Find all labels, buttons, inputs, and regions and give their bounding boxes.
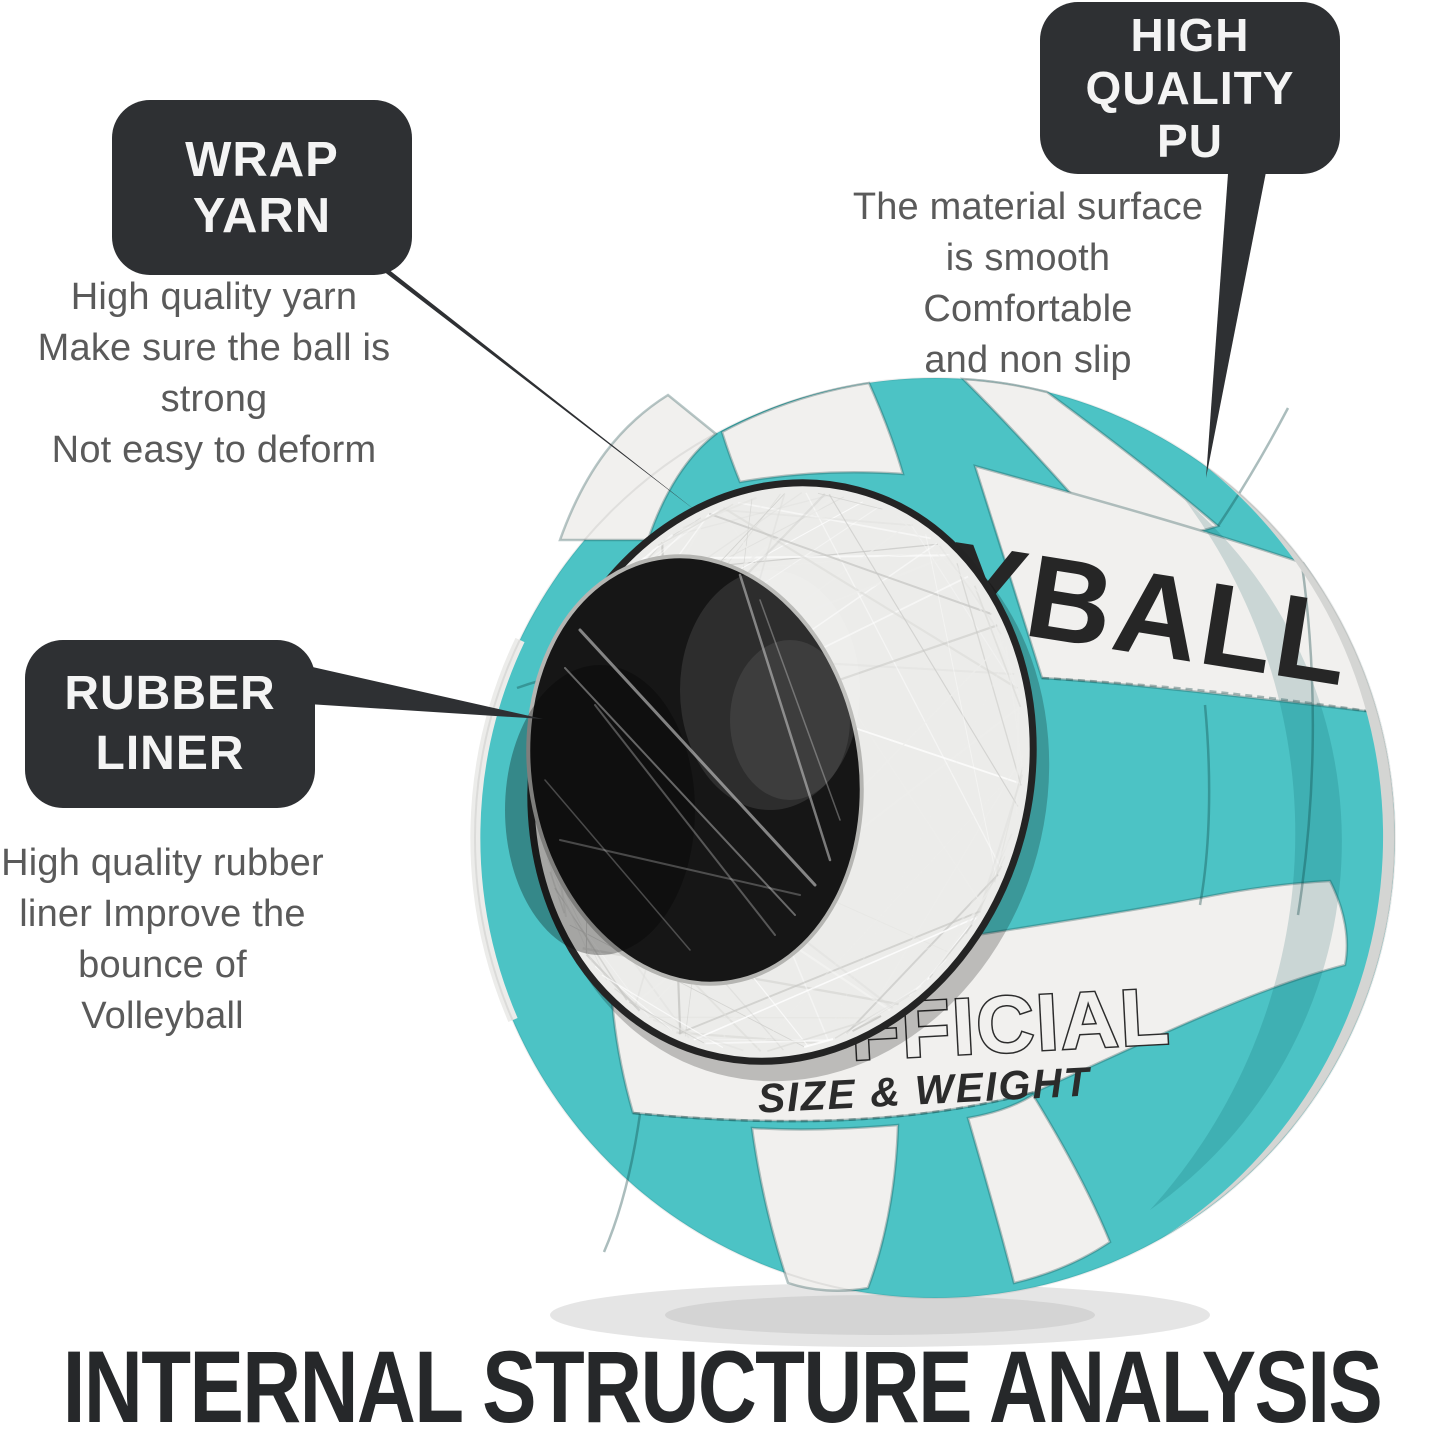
high-quality-pu-description: The material surface is smooth Comfortab… — [848, 182, 1208, 386]
ball-shadow — [550, 1283, 1210, 1347]
description-line: High quality yarn — [70, 276, 358, 318]
description-line: and non slip — [924, 339, 1132, 381]
ball-lettering: YBALL FFICIAL SIZE & WEIGHT — [757, 517, 1361, 1121]
high-quality-pu-label-line: PU — [1157, 114, 1223, 167]
description-line: Not easy to deform — [51, 429, 377, 471]
wrap-yarn-description: High quality yarn Make sure the ball is … — [34, 272, 394, 476]
rubber-liner-description: High quality rubber liner Improve the bo… — [0, 838, 325, 1042]
description-line: The material surface — [852, 186, 1204, 228]
high-quality-pu-pointer — [1206, 160, 1266, 478]
wrap-yarn-label-box: WRAP YARN — [112, 100, 412, 275]
ball-rim — [1165, 461, 1395, 1236]
footer: INTERNAL STRUCTURE ANALYSIS — [0, 1330, 1445, 1445]
wrap-yarn-label: WRAP YARN — [185, 132, 339, 243]
ball-seams — [516, 407, 1375, 1253]
rubber-liner-label-line: LINER — [95, 727, 245, 780]
wrap-yarn-pointer — [346, 236, 700, 514]
rubber-sheen-2 — [730, 640, 850, 800]
high-quality-pu-label-line: QUALITY — [1085, 61, 1295, 114]
description-line: High quality rubber — [1, 842, 324, 884]
footer-title: INTERNAL STRUCTURE ANALYSIS — [63, 1330, 1383, 1444]
rubber-liner-label-line: RUBBER — [64, 667, 276, 720]
ball-left-edge-highlight — [470, 637, 525, 1022]
description-line: liner Improve the — [19, 893, 306, 935]
rubber-liner-pointer — [308, 666, 543, 719]
ball-outline — [474, 377, 1396, 1299]
description-line: Make sure the ball is strong — [37, 327, 391, 420]
cutaway — [505, 479, 1050, 1082]
high-quality-pu-label-line: HIGH — [1130, 8, 1250, 61]
callout-pointers — [308, 160, 1266, 719]
rubber-vignette — [505, 665, 695, 955]
ball-shading — [1150, 500, 1342, 1210]
high-quality-pu-label-box: HIGH QUALITY PU — [1040, 2, 1340, 174]
description-line: is smooth Comfortable — [923, 237, 1133, 330]
description-line: bounce of Volleyball — [78, 944, 247, 1037]
rubber-liner-label-box: RUBBER LINER — [25, 640, 315, 808]
rubber-scratch-lines — [544, 573, 841, 951]
rubber-sheen — [680, 570, 860, 810]
